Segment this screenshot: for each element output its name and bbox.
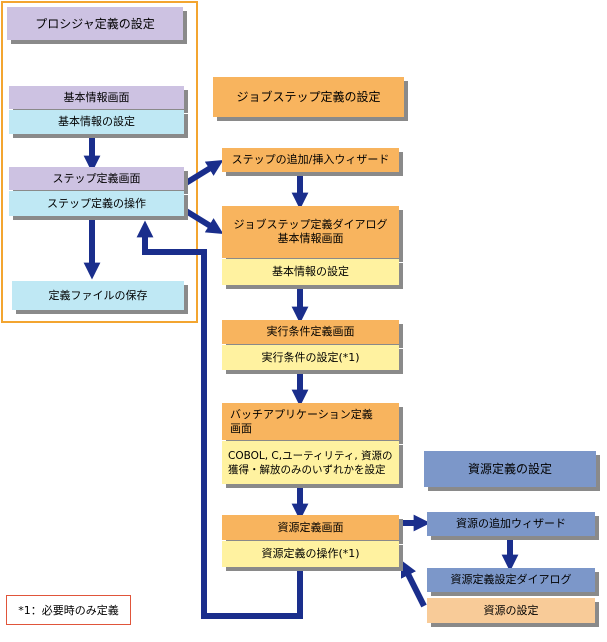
jobstep-basic-setting: 基本情報の設定	[222, 259, 399, 285]
arrow-return-loop	[136, 220, 303, 619]
resource-add-wizard: 資源の追加ウィザード	[427, 512, 595, 536]
resource-title: 資源定義の設定	[424, 451, 596, 487]
procedure-title: プロシジャ定義の設定	[7, 7, 183, 40]
arrow-step-to-wizard	[184, 159, 224, 186]
arrow-setting-to-resource-op	[400, 559, 427, 608]
resource-definition-screen: 資源定義画面	[222, 515, 399, 540]
step-add-insert-wizard: ステップの追加/挿入ウィザード	[222, 148, 399, 172]
arrow-step-to-dialog	[184, 208, 224, 235]
save-definition-file: 定義ファイルの保存	[12, 281, 184, 310]
step-definition-screen: ステップ定義画面	[9, 167, 184, 190]
batch-app-line1: バッチアプリケーション定義	[230, 407, 373, 421]
batch-desc-line2: 獲得・解放のみのいずれかを設定	[228, 463, 386, 476]
procedure-definition-frame	[1, 1, 198, 323]
jobstep-dialog-line1: ジョブステップ定義ダイアログ	[233, 218, 388, 231]
exec-condition-screen: 実行条件定義画面	[222, 320, 399, 344]
jobstep-dialog-line2: 基本情報画面	[277, 232, 344, 245]
batch-app-description: COBOL, C,ユーティリティ, 資源の 獲得・解放のみのいずれかを設定	[222, 441, 399, 484]
jobstep-title: ジョブステップ定義の設定	[213, 77, 404, 117]
batch-desc-line1: COBOL, C,ユーティリティ, 資源の	[228, 449, 393, 462]
resource-setting: 資源の設定	[427, 598, 595, 623]
step-definition-operation: ステップ定義の操作	[9, 191, 184, 216]
resource-definition-operation: 資源定義の操作(*1)	[222, 541, 399, 567]
basic-info-setting: 基本情報の設定	[9, 110, 184, 134]
footnote: *1：必要時のみ定義	[6, 595, 131, 625]
exec-condition-setting: 実行条件の設定(*1)	[222, 345, 399, 370]
batch-app-line2: 画面	[230, 421, 252, 435]
basic-info-screen: 基本情報画面	[9, 86, 184, 109]
batch-app-screen: バッチアプリケーション定義 画面	[222, 403, 399, 440]
jobstep-dialog-basic-screen: ジョブステップ定義ダイアログ 基本情報画面	[222, 206, 399, 258]
resource-definition-dialog: 資源定義設定ダイアログ	[427, 568, 595, 592]
